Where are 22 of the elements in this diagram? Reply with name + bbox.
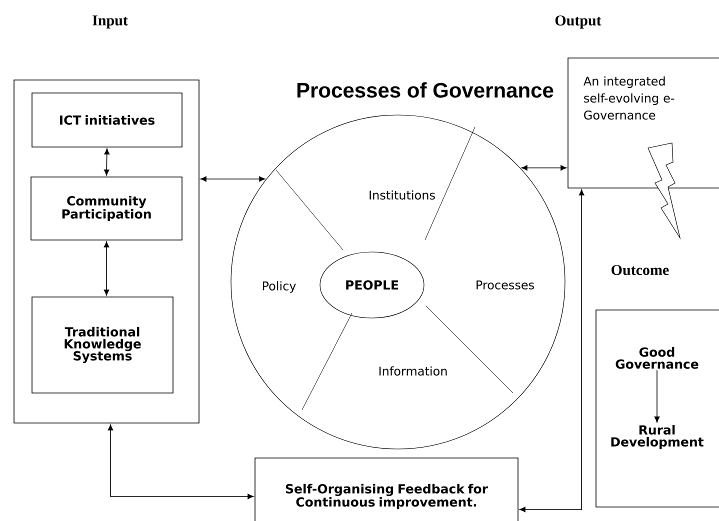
arrow [108,424,254,500]
arrow [200,176,266,182]
process-box: Traditional Knowledge Systems [32,296,174,394]
arrow [654,370,660,422]
node-text: Rural Development [611,424,704,450]
box-text: An integrated self-evolving e-Governance [584,76,674,120]
process-box: ICT initiatives [32,92,182,148]
sector-label: Information [379,366,447,376]
heading: Output [555,15,602,29]
sector-label: Processes [476,280,534,290]
node-text: Good Governance [616,347,698,369]
heading: Outcome [612,264,669,276]
process-box: Community Participation [30,176,182,240]
arrow [519,189,584,512]
arched-title: Processes of Governance [297,82,554,98]
arrow [521,165,567,171]
process-box: Self-Organising Feedback for Continuous improvement. [254,458,518,521]
arrow [104,148,110,176]
arrow [104,241,110,296]
sector-label: Policy [262,281,296,293]
heading: Input [92,16,128,28]
sector-label: Institutions [370,190,435,200]
